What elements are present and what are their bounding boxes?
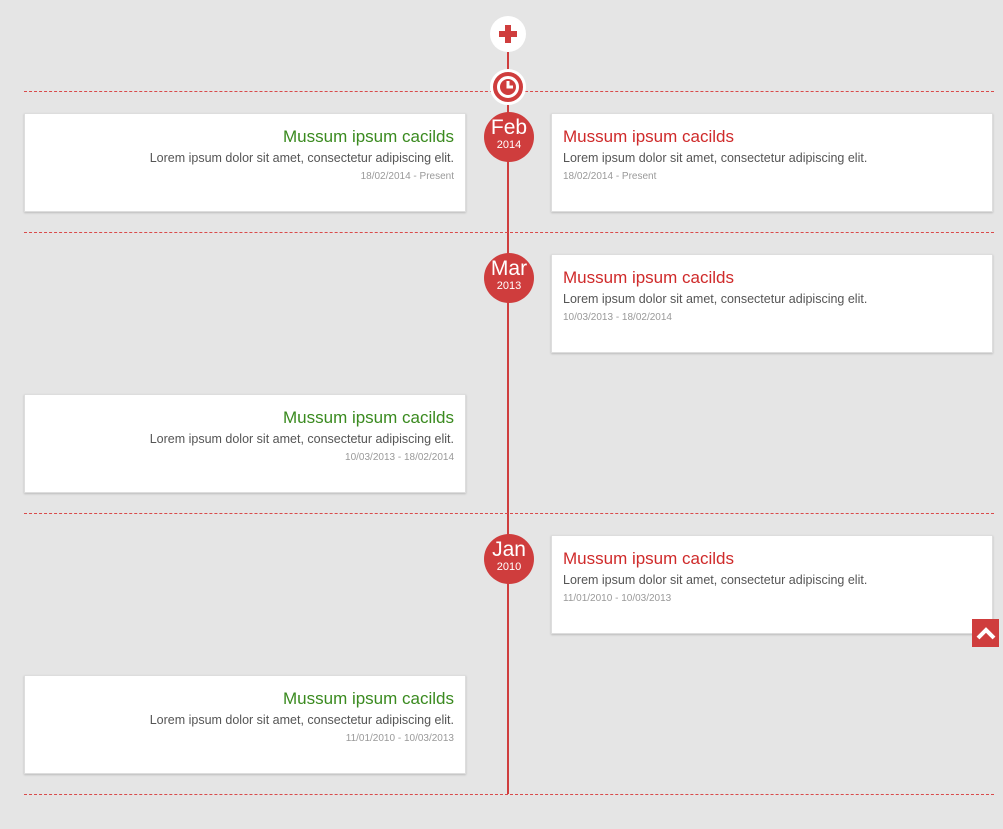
card-date-range: 18/02/2014 - Present xyxy=(563,171,657,182)
card-title: Mussum ipsum cacilds xyxy=(283,127,454,146)
card-description: Lorem ipsum dolor sit amet, consectetur … xyxy=(149,713,454,727)
date-marker: Feb 2014 xyxy=(484,112,534,162)
card-date-range: 11/01/2010 - 10/03/2013 xyxy=(345,733,454,744)
scroll-to-top-button[interactable] xyxy=(972,619,999,647)
timeline-card-left[interactable]: Mussum ipsum cacilds Lorem ipsum dolor s… xyxy=(24,394,466,493)
date-month: Mar xyxy=(490,257,528,280)
add-entry-button[interactable] xyxy=(490,16,526,52)
date-year: 2010 xyxy=(496,561,522,573)
timeline-card-left[interactable]: Mussum ipsum cacilds Lorem ipsum dolor s… xyxy=(24,113,466,212)
timeline-card-right[interactable]: Mussum ipsum cacilds Lorem ipsum dolor s… xyxy=(551,254,993,353)
clock-icon xyxy=(497,76,519,98)
card-date-range: 18/02/2014 - Present xyxy=(360,171,454,182)
timeline-axis xyxy=(507,52,509,794)
card-description: Lorem ipsum dolor sit amet, consectetur … xyxy=(149,151,454,165)
card-description: Lorem ipsum dolor sit amet, consectetur … xyxy=(563,573,868,587)
date-month: Feb xyxy=(490,116,528,139)
date-month: Jan xyxy=(492,538,526,561)
card-title: Mussum ipsum cacilds xyxy=(563,268,734,287)
card-description: Lorem ipsum dolor sit amet, consectetur … xyxy=(563,292,868,306)
card-title: Mussum ipsum cacilds xyxy=(283,408,454,427)
timeline-card-left[interactable]: Mussum ipsum cacilds Lorem ipsum dolor s… xyxy=(24,675,466,774)
section-divider xyxy=(24,232,994,233)
card-title: Mussum ipsum cacilds xyxy=(563,127,734,146)
card-date-range: 10/03/2013 - 18/02/2014 xyxy=(345,452,454,463)
card-title: Mussum ipsum cacilds xyxy=(563,549,734,568)
card-date-range: 10/03/2013 - 18/02/2014 xyxy=(563,312,672,323)
chevron-up-icon xyxy=(976,627,995,640)
section-divider xyxy=(24,794,994,795)
date-marker: Jan 2010 xyxy=(484,534,534,584)
card-title: Mussum ipsum cacilds xyxy=(283,689,454,708)
card-description: Lorem ipsum dolor sit amet, consectetur … xyxy=(563,151,868,165)
timeline-card-right[interactable]: Mussum ipsum cacilds Lorem ipsum dolor s… xyxy=(551,535,993,634)
timeline-clock-button[interactable] xyxy=(490,69,526,105)
plus-icon xyxy=(499,25,517,43)
section-divider xyxy=(24,513,994,514)
date-year: 2014 xyxy=(496,139,522,151)
card-date-range: 11/01/2010 - 10/03/2013 xyxy=(563,593,672,604)
card-description: Lorem ipsum dolor sit amet, consectetur … xyxy=(149,432,454,446)
date-year: 2013 xyxy=(496,280,522,292)
timeline-card-right[interactable]: Mussum ipsum cacilds Lorem ipsum dolor s… xyxy=(551,113,993,212)
date-marker: Mar 2013 xyxy=(484,253,534,303)
